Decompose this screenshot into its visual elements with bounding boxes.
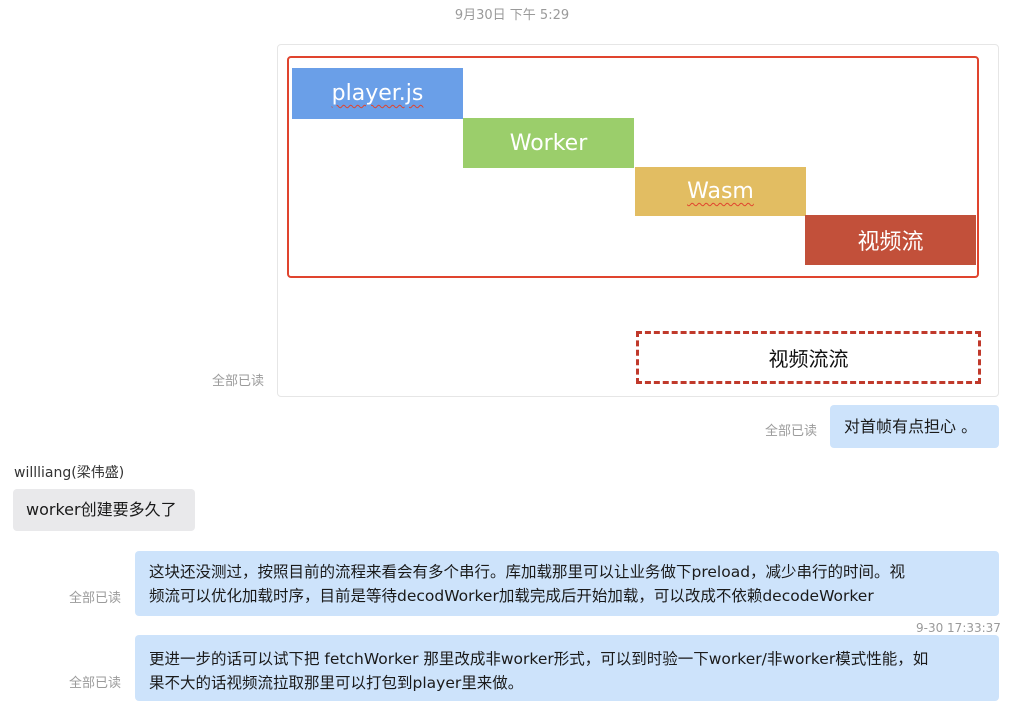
step-label: Wasm <box>687 179 754 204</box>
message-timestamp: 9-30 17:33:37 <box>916 621 1001 635</box>
step-label: player.js <box>331 81 424 106</box>
dashed-label: 视频流流 <box>768 347 849 371</box>
message-text: 果不大的话视频流拉取那里可以打包到player里来做。 <box>149 674 524 692</box>
message-text: 频流可以优化加载时序，目前是等待decodWorker加载完成后开始加载，可以改… <box>149 587 874 605</box>
diagram-frame <box>287 56 979 278</box>
step-label: 视频流 <box>857 230 924 255</box>
message-bubble-outgoing[interactable]: 对首帧有点担心 。 <box>830 405 999 448</box>
step-video-stream: 视频流 <box>805 215 976 265</box>
read-status: 全部已读 <box>69 676 122 691</box>
step-wasm: Wasm <box>635 167 806 216</box>
step-player-js: player.js <box>292 68 463 119</box>
sender-name[interactable]: willliang(梁伟盛) <box>14 465 125 481</box>
read-status: 全部已读 <box>212 374 265 389</box>
message-bubble-outgoing[interactable]: 更进一步的话可以试下把 fetchWorker 那里改成非worker形式，可以… <box>135 635 999 701</box>
read-status: 全部已读 <box>69 591 122 606</box>
message-text: worker创建要多久了 <box>26 500 177 519</box>
message-text: 更进一步的话可以试下把 fetchWorker 那里改成非worker形式，可以… <box>149 650 929 668</box>
read-status: 全部已读 <box>765 424 818 439</box>
step-label: Worker <box>509 130 588 156</box>
message-text: 对首帧有点担心 。 <box>844 417 978 436</box>
message-bubble-outgoing[interactable]: 这块还没测过，按照目前的流程来看会有多个串行。库加载那里可以让业务做下prelo… <box>135 551 999 616</box>
step-worker: Worker <box>463 118 634 168</box>
dashed-video-stream-box: 视频流流 <box>636 331 981 384</box>
message-text: 这块还没测过，按照目前的流程来看会有多个串行。库加载那里可以让业务做下prelo… <box>149 563 906 581</box>
date-timestamp: 9月30日 下午 5:29 <box>454 8 570 23</box>
message-bubble-incoming[interactable]: worker创建要多久了 <box>13 489 195 531</box>
